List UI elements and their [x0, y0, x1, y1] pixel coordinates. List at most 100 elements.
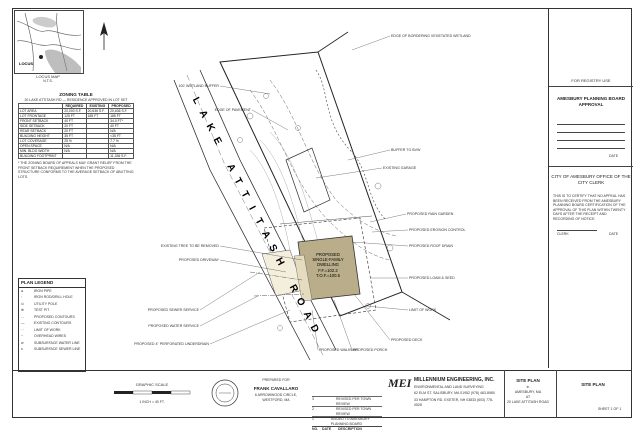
- plan-at: AT: [525, 395, 531, 399]
- zoning-note: * THE ZONING BOARD OF APPEALS MAY GRANT …: [18, 161, 134, 179]
- callout-leader: [371, 229, 409, 233]
- locus-map-drawing: LOCUS: [16, 12, 82, 73]
- road-name-letter: A: [224, 162, 237, 174]
- callout-leader: [369, 213, 407, 223]
- road-name: LAKE ATTITASH ROAD: [190, 96, 321, 335]
- locus-map-scale: N.T.S.: [43, 79, 53, 83]
- legend-symbol-icon: ~: [21, 334, 24, 338]
- zoning-table-title: ZONING TABLE: [59, 92, 93, 97]
- legend-item-label: PROPOSED CONTOURS: [34, 314, 75, 319]
- plan-legend: PLAN LEGEND ●IRON PIPE◦IRON ROD/DRILL HO…: [18, 278, 86, 372]
- callout-leader: [353, 293, 391, 341]
- road-edge-east: [199, 69, 337, 351]
- callout-leader: [333, 299, 353, 351]
- north-arrow-icon: [100, 22, 108, 50]
- callout-label: PROPOSED EROSION CONTROL: [409, 228, 466, 232]
- legend-item: —EXISTING CONTOURS: [21, 321, 83, 326]
- callout-leader: [365, 305, 409, 311]
- legend-symbol-icon: · ·: [21, 327, 25, 332]
- callout-leader: [219, 85, 271, 95]
- callout-label: EXISTING TREE TO BE REMOVED: [161, 244, 220, 248]
- callout-leader: [315, 167, 383, 179]
- legend-symbol-icon: —: [21, 321, 25, 325]
- callout-leader: [311, 309, 319, 351]
- road-name-letter: L: [190, 96, 203, 107]
- building-label-line: DWELLING: [317, 262, 339, 267]
- owner-address: 6 ARROWWOOD CIRCLE, WESTFORD, MA: [254, 393, 298, 402]
- legend-symbol-icon: w: [21, 340, 24, 345]
- engineer-seal: [211, 379, 239, 407]
- clerk-signature-label: CLERK: [557, 232, 569, 236]
- clerk-date-label: DATE: [609, 232, 619, 236]
- road-name-letter: I: [246, 204, 257, 212]
- legend-symbol-icon: ⊙: [21, 301, 24, 306]
- road-name-letter: A: [197, 108, 210, 120]
- callout-label: PROPOSED WATER SERVICE: [148, 324, 199, 328]
- legend-item-label: IRON ROD/DRILL HOLE: [34, 295, 73, 299]
- graphic-scale-text: 1 INCH = 40 FT.: [139, 400, 165, 404]
- graphic-scale-bar: [114, 390, 191, 395]
- erosion-control-line: [279, 215, 373, 225]
- legend-item-label: SUBSURFACE SEWER LINE: [34, 347, 81, 351]
- legend-item: - -PROPOSED CONTOURS: [21, 315, 83, 320]
- road-name-letter: S: [266, 243, 279, 254]
- locus-label: LOCUS: [19, 61, 33, 66]
- locus-map-title: LOCUS MAP: [36, 74, 60, 79]
- legend-item: ~ OVERHEAD WIRES: [21, 334, 83, 339]
- zoning-header: REQUIRED: [62, 103, 87, 109]
- road-name-letter: T: [252, 216, 265, 227]
- callout-leader: [199, 295, 259, 327]
- company-name: MILLENNIUM ENGINEERING, INC.: [414, 377, 495, 383]
- tree-icons: [237, 93, 394, 331]
- callout-leader: [347, 149, 391, 161]
- legend-symbol-icon: ◦: [21, 295, 23, 299]
- legend-item-label: OVERHEAD WIRES: [34, 334, 67, 338]
- callout-group: EDGE OF BORDERING VEGETATED WETLANDEDGE …: [134, 34, 471, 352]
- callout-label: PROPOSED WALKWAY: [319, 348, 359, 352]
- water-service-line: [253, 293, 305, 297]
- road-centerline: [186, 74, 324, 356]
- road-name-letter: D: [308, 323, 321, 335]
- footer-divider: [12, 370, 632, 371]
- zoning-table-subtitle: 20 LAKE ATTITASH RD — RESIDENCE APPROVED…: [24, 97, 128, 102]
- callout-label: PROPOSED ROOF DRAIN: [409, 244, 453, 248]
- callout-label: PROPOSED DECK: [391, 338, 423, 342]
- legend-item: ●IRON PIPE: [21, 289, 83, 294]
- contour-line: [269, 131, 319, 243]
- callout-leader: [209, 309, 291, 345]
- property-line-east: [401, 291, 451, 321]
- company-address: 62 ELM ST. SALISBURY, MA 01952 (978) 463…: [414, 391, 495, 395]
- plan-site: 20 LAKE ATTITASH ROAD: [506, 400, 550, 404]
- building-label-line: PROPOSED: [316, 252, 340, 257]
- prepared-for-label: PREPARED FOR: [262, 378, 290, 382]
- legend-item-label: UTILITY POLE: [34, 301, 58, 306]
- proposed-building: PROPOSED SINGLE-FAMILY DWELLING F.F.=102…: [293, 235, 361, 302]
- callout-leader: [251, 109, 289, 131]
- plan-town: AMESBURY, MA: [514, 390, 542, 394]
- callout-leader: [219, 245, 303, 261]
- callout-label: PROPOSED SEWER SERVICE: [148, 308, 200, 312]
- sewer-service-line: [249, 271, 303, 281]
- zoning-cell: BUILDING FOOTPRINT: [17, 153, 64, 159]
- planning-date-label: DATE: [609, 154, 619, 158]
- road-name-letter: H: [273, 256, 286, 268]
- owner-name: FRANK CAVALLARO: [253, 386, 299, 391]
- contour-line: [259, 139, 305, 247]
- legend-item-label: TEST PIT: [34, 308, 50, 312]
- road-name-letter: K: [204, 122, 217, 134]
- road-name-letter: T: [232, 176, 245, 187]
- road-name-letter: A: [301, 310, 314, 322]
- callout-label: EXISTING GARAGE: [383, 166, 417, 170]
- graphic-scale-title: GRAPHIC SCALE: [135, 382, 169, 387]
- sheet-number: SHEET 1 OF 1: [598, 407, 622, 411]
- zoning-cell: [62, 153, 87, 159]
- plan-legend-list: ●IRON PIPE◦ IRON ROD/DRILL HOLE ⊙ UTILITY P…: [19, 288, 85, 355]
- plan-in: in: [526, 385, 530, 389]
- legend-item: ◦ IRON ROD/DRILL HOLE: [21, 295, 83, 300]
